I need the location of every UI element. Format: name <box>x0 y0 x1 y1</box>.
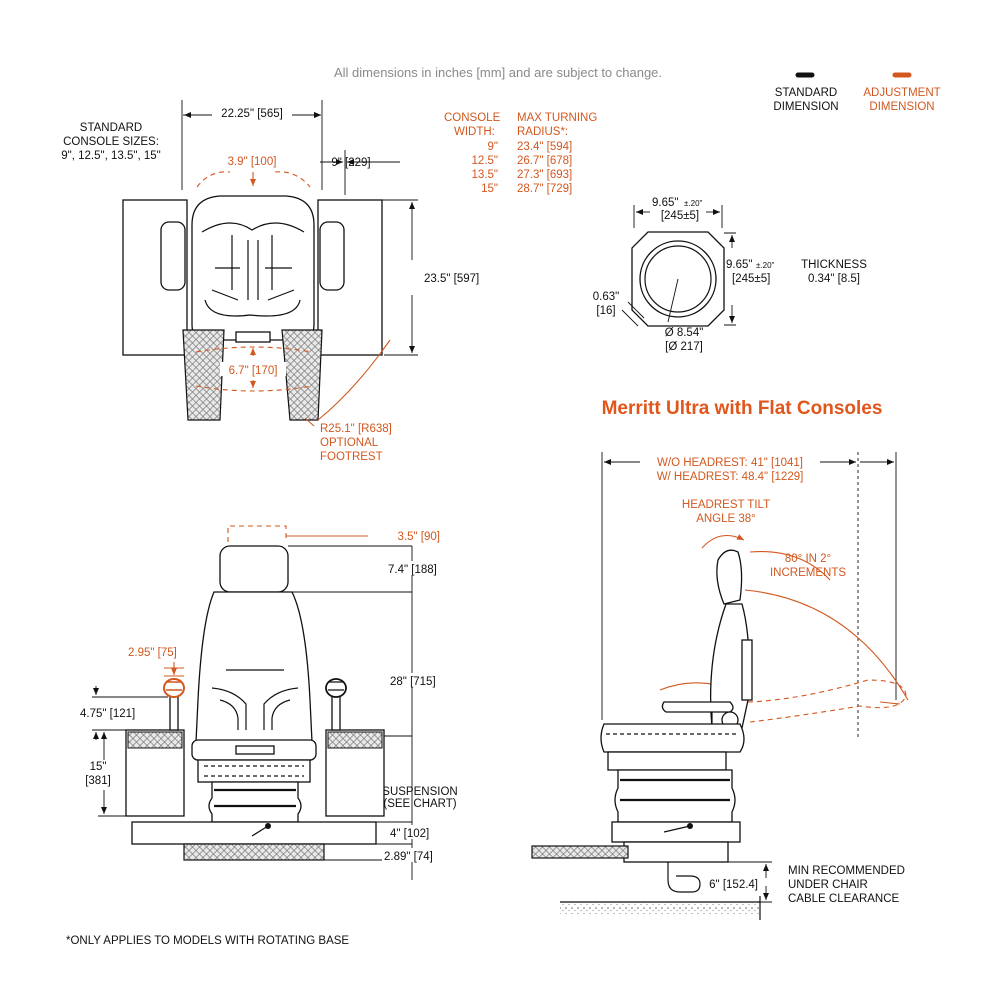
table-radius-3: 28.7" [729] <box>517 183 572 195</box>
console-height-label1: 15" <box>90 761 107 773</box>
turning-radius-table: CONSOLE WIDTH: MAX TURNING RADIUS*: 9" 2… <box>444 112 597 195</box>
rotator-height-label: 2.89" [74] <box>384 851 433 863</box>
offset-mm: [16] <box>596 305 615 317</box>
legend-adjustment-line1: ADJUSTMENT <box>863 87 940 99</box>
cable-clearance-line2: UNDER CHAIR <box>788 879 868 891</box>
legend-adjustment-line2: DIMENSION <box>869 101 934 113</box>
console-width-label: 9" [229] <box>331 157 370 169</box>
base-detail: 9.65" ±.20" [245±5] 9.65" ±.20" [245±5] … <box>593 197 867 353</box>
headrest-tilt-label2: ANGLE 38° <box>696 513 756 525</box>
right-joystick <box>325 678 347 731</box>
seat-adjust-outline <box>196 171 311 188</box>
dimension-note: All dimensions in inches [mm] and are su… <box>334 65 662 80</box>
side-view: W/O HEADREST: 41" [1041] W/ HEADREST: 48… <box>531 452 909 920</box>
length-without-headrest: W/O HEADREST: 41" [1041] <box>657 457 803 469</box>
base-height-label: 9.65" <box>726 259 752 271</box>
console-sizes-line3: 9", 12.5", 13.5", 15" <box>61 150 160 162</box>
recline-label2: INCREMENTS <box>770 567 846 579</box>
right-footrest <box>281 329 323 421</box>
top-view: STANDARD CONSOLE SIZES: 9", 12.5", 13.5"… <box>61 100 479 463</box>
legend: STANDARD DIMENSION ADJUSTMENT DIMENSION <box>773 72 941 113</box>
headrest-width-label: 3.5" [90] <box>398 531 440 543</box>
recline-arc <box>744 589 909 701</box>
table-width-1: 12.5" <box>472 155 498 167</box>
table-header-console-1: CONSOLE <box>444 112 501 124</box>
overall-width-label: 22.25" [565] <box>221 108 283 120</box>
seat-adjust-label: 3.9" [100] <box>228 156 277 168</box>
base-height-label: 4" [102] <box>390 828 429 840</box>
table-width-2: 13.5" <box>472 169 498 181</box>
console-sizes-line1: STANDARD <box>80 122 142 134</box>
front-backrest <box>195 591 313 743</box>
legend-standard-line2: DIMENSION <box>773 101 838 113</box>
footrest-radius-label2: OPTIONAL <box>320 437 379 449</box>
base-width-label: 9.65" <box>652 197 678 209</box>
cable <box>667 862 701 893</box>
depth-label: 23.5" [597] <box>424 273 479 285</box>
product-title: Merritt Ultra with Flat Consoles <box>602 398 883 419</box>
offset-label: 0.63" <box>593 291 619 303</box>
base-height-tolerance: ±.20" <box>756 261 775 270</box>
side-cushion <box>600 723 745 753</box>
headrest-height-label: 7.4" [188] <box>388 564 437 576</box>
side-headrest <box>716 549 743 605</box>
side-armrest <box>661 701 734 713</box>
diameter-mm: [Ø 217] <box>665 341 703 353</box>
thickness-label: THICKNESS <box>801 259 867 271</box>
cable-clearance-value: 6" [152.4] <box>709 879 758 891</box>
front-view: 3.5" [90] SUSPENSION (SEE CHART) <box>80 525 458 880</box>
joystick-adjust-label: 2.95" [75] <box>128 647 177 659</box>
table-width-3: 15" <box>481 183 498 195</box>
seat-top-outline <box>191 195 315 341</box>
base-width-mm: [245±5] <box>661 210 699 222</box>
side-base <box>611 821 741 843</box>
suspension-label1: SUSPENSION <box>382 786 457 798</box>
suspension-label2: (SEE CHART) <box>383 798 456 810</box>
table-radius-0: 23.4" [594] <box>517 141 572 153</box>
left-footrest <box>182 329 225 421</box>
cable-clearance-line3: CABLE CLEARANCE <box>788 893 900 905</box>
side-suspension <box>614 769 736 823</box>
base-width-tolerance: ±.20" <box>684 199 703 208</box>
base-height-mm: [245±5] <box>732 273 770 285</box>
reclined-back-outline <box>747 679 907 723</box>
legend-standard-line1: STANDARD <box>775 87 837 99</box>
table-radius-1: 26.7" [678] <box>517 155 572 167</box>
length-with-headrest: W/ HEADREST: 48.4" [1229] <box>657 471 804 483</box>
front-headrest <box>219 545 289 593</box>
front-base <box>131 821 377 845</box>
console-height-label2: [381] <box>85 775 111 787</box>
diameter-label: Ø 8.54" <box>665 327 704 339</box>
table-header-console-2: WIDTH: <box>454 126 495 138</box>
table-width-0: 9" <box>488 141 498 153</box>
footrest-radius-label3: FOOTREST <box>320 451 383 463</box>
footrest-adjust-label: 6.7" [170] <box>229 365 278 377</box>
thickness-value: 0.34" [8.5] <box>808 273 860 285</box>
footnote: *ONLY APPLIES TO MODELS WITH ROTATING BA… <box>66 935 349 947</box>
headrest-tilt-label1: HEADREST TILT <box>682 499 770 511</box>
left-joystick <box>163 678 185 731</box>
table-radius-2: 27.3" [693] <box>517 169 572 181</box>
side-footrest <box>531 845 629 859</box>
table-header-radius-1: MAX TURNING <box>517 112 597 124</box>
console-sizes-line2: CONSOLE SIZES: <box>63 136 159 148</box>
headrest-adjust-outline <box>227 525 287 542</box>
floor <box>560 902 760 914</box>
footrest-radius-label1: R25.1" [R638] <box>320 423 392 435</box>
joystick-height-label: 4.75" [121] <box>80 708 135 720</box>
table-header-radius-2: RADIUS*: <box>517 126 568 138</box>
cable-clearance-line1: MIN RECOMMENDED <box>788 865 905 877</box>
back-height-label: 28" [715] <box>390 676 436 688</box>
front-suspension <box>208 781 302 823</box>
recline-label1: 80° IN 2° <box>785 553 831 565</box>
